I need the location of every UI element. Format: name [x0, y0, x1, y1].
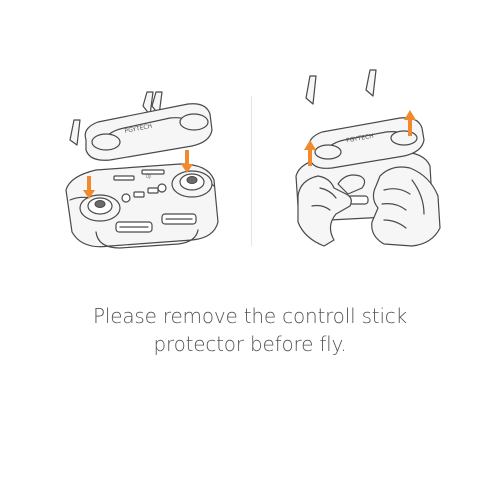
- panel-divider: [251, 96, 252, 246]
- svg-text:DJI: DJI: [146, 174, 151, 179]
- instruction-caption: Please remove the controll stick protect…: [0, 302, 500, 358]
- caption-line-1: Please remove the controll stick: [0, 302, 500, 330]
- left-controller: DJI PGYTECH: [66, 92, 218, 248]
- caption-line-2: protector before fly.: [0, 330, 500, 358]
- right-controller: PGYTECH: [296, 70, 440, 246]
- illustration: .ln { stroke: #4a4a4a; stroke-width: 1.2…: [0, 0, 500, 280]
